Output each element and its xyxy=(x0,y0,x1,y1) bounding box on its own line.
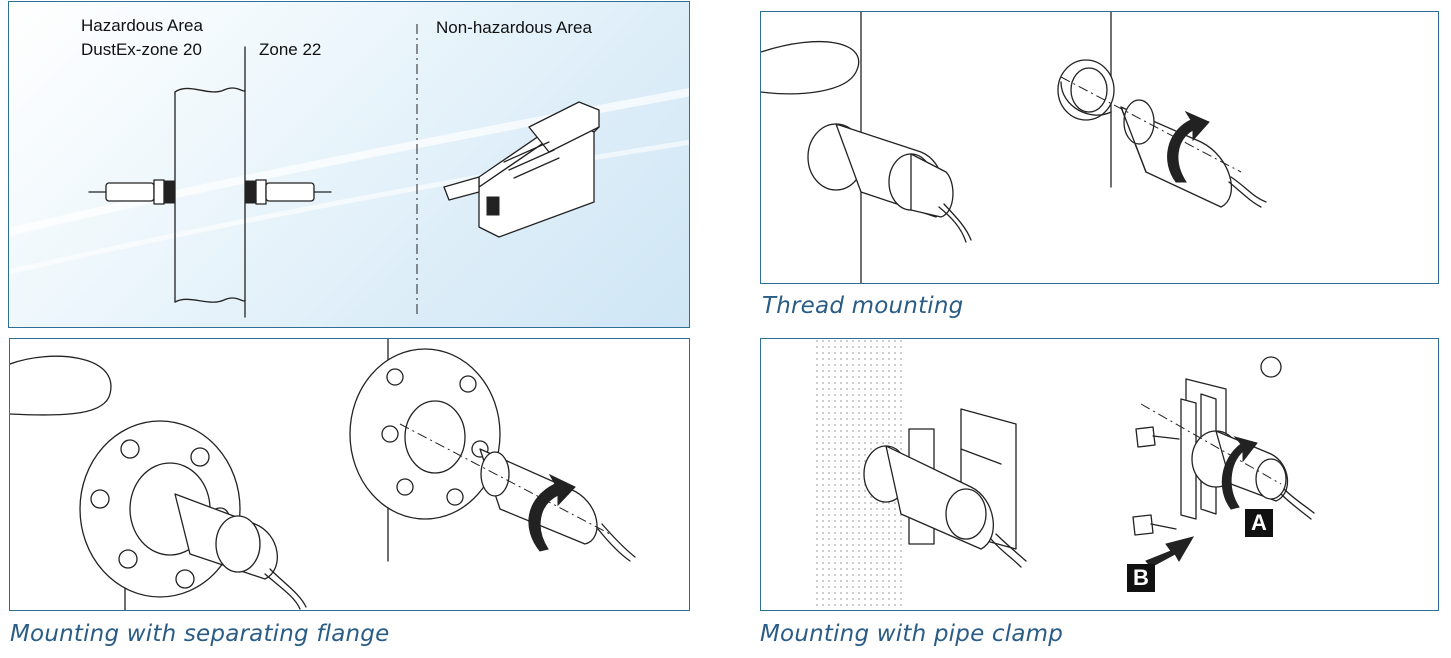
tank-opening xyxy=(761,41,860,95)
dustex-zone-label: DustEx-zone 20 xyxy=(81,40,202,59)
flange-mounting-diagram xyxy=(10,339,636,610)
label-a: A xyxy=(1245,509,1273,537)
zones-diagram xyxy=(9,24,689,318)
non-hazardous-area-label: Non-hazardous Area xyxy=(436,18,592,37)
bolt-bottom-icon xyxy=(1132,514,1177,536)
installed-sensor-icon xyxy=(807,123,972,243)
clamp-mounting-panel: A B xyxy=(760,338,1439,611)
sensor-left-icon xyxy=(88,179,175,205)
bolt-top-icon xyxy=(1135,426,1180,448)
thread-mounting-panel xyxy=(760,11,1439,284)
label-b: B xyxy=(1127,564,1155,592)
installed-clamp-icon xyxy=(863,408,1027,568)
sensor-flange-icon xyxy=(174,493,307,610)
zone22-label: Zone 22 xyxy=(259,40,322,59)
tank-opening xyxy=(10,355,112,416)
exploded-clamp-icon xyxy=(1132,356,1315,568)
flange-mounting-caption: Mounting with separating flange xyxy=(10,621,390,647)
sensor-to-flange-icon xyxy=(479,448,636,562)
amplifier-module-icon xyxy=(443,101,600,238)
thread-mounting-diagram xyxy=(761,12,1267,283)
sensor-to-mount-icon xyxy=(1120,99,1267,208)
zones-diagram-panel: Hazardous Area DustEx-zone 20 Zone 22 No… xyxy=(8,1,690,328)
flange-right-icon xyxy=(349,348,501,520)
clamp-mounting-diagram xyxy=(813,339,1315,610)
clamp-mounting-caption: Mounting with pipe clamp xyxy=(760,621,1064,647)
arrow-b-icon xyxy=(1145,536,1195,568)
sensor-right-icon xyxy=(245,179,332,205)
flange-mounting-panel xyxy=(9,338,690,611)
thread-mounting-caption: Thread mounting xyxy=(762,293,964,319)
hazardous-area-label: Hazardous Area xyxy=(81,16,203,35)
silo-top-edge xyxy=(174,87,246,93)
